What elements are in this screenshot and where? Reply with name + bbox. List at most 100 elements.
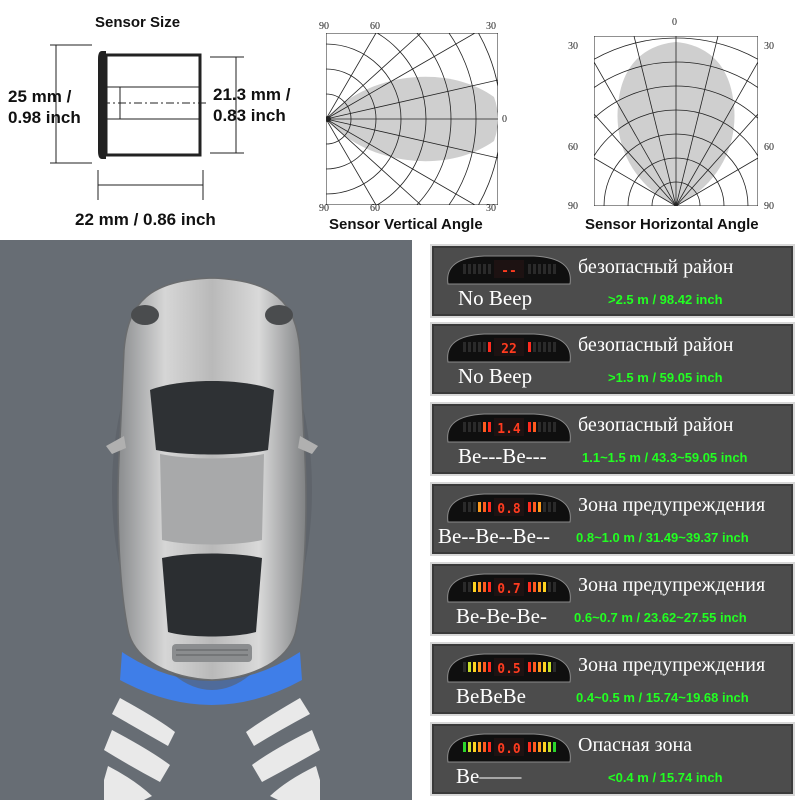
sensor-size-title: Sensor Size: [95, 14, 181, 31]
led-bar: [528, 264, 531, 274]
v-label-top-left: 90: [319, 21, 329, 32]
beep-pattern: Be---Be---: [458, 444, 547, 468]
led-bar: [548, 662, 551, 672]
led-bar: [538, 422, 541, 432]
v-label-right: 0: [502, 114, 507, 125]
led-bar: [483, 662, 486, 672]
beep-pattern: Be-Be-Be-: [456, 604, 547, 628]
beep-pattern: BeBeBe: [456, 684, 526, 708]
led-bar: [538, 742, 541, 752]
led-bar: [488, 662, 491, 672]
led-bar: [533, 742, 536, 752]
led-bar: [483, 582, 486, 592]
led-bar: [553, 422, 556, 432]
led-bar: [468, 264, 471, 274]
led-bar: [538, 662, 541, 672]
parking-display-unit: 0.5: [447, 653, 571, 683]
width-label: 22 mm / 0.86 inch: [75, 210, 216, 229]
vertical-angle-caption: Sensor Vertical Angle: [329, 216, 483, 233]
led-bar: [468, 742, 471, 752]
parking-display-unit: 0.0: [447, 733, 571, 763]
led-bar: [473, 662, 476, 672]
led-bar: [468, 502, 471, 512]
led-bar: [473, 502, 476, 512]
h-label-left-bottom: 90: [568, 201, 578, 212]
h-label-left-top: 30: [568, 41, 578, 52]
display-readout: 0.7: [497, 582, 520, 597]
car-illustration: [104, 277, 320, 800]
led-bar: [463, 502, 466, 512]
led-bar: [533, 502, 536, 512]
sensor-size-drawing: [50, 44, 244, 200]
sensor-zone-arc: [120, 652, 302, 705]
zone-label: Зона предупреждения: [578, 574, 766, 596]
led-bar: [548, 342, 551, 352]
led-bar: [553, 742, 556, 752]
led-bar: [488, 582, 491, 592]
v-label-top-mid: 60: [370, 21, 380, 32]
display-readout: 22: [501, 342, 517, 357]
led-bar: [478, 662, 481, 672]
display-readout: 1.4: [497, 422, 521, 437]
led-bar: [548, 742, 551, 752]
beep-pattern: No Beep: [458, 364, 533, 388]
led-bar: [488, 502, 491, 512]
led-bar: [538, 264, 541, 274]
led-bar: [528, 742, 531, 752]
v-label-bottom-left: 90: [319, 203, 329, 214]
led-bar: [528, 662, 531, 672]
outer-height-label: 25 mm / 0.98 inch: [8, 86, 81, 128]
led-bar: [468, 342, 471, 352]
display-readout: 0.5: [497, 662, 520, 677]
led-bar: [543, 422, 546, 432]
led-bar: [468, 582, 471, 592]
beep-pattern: Be--Be--Be--: [438, 524, 550, 548]
outer-height-inch: 0.98 inch: [8, 108, 81, 127]
led-bar: [488, 342, 491, 352]
led-bar: [463, 662, 466, 672]
led-bar: [538, 502, 541, 512]
v-label-bottom-right: 30: [486, 203, 496, 214]
led-bar: [553, 662, 556, 672]
led-bar: [548, 422, 551, 432]
led-bar: [553, 342, 556, 352]
led-bar: [483, 422, 486, 432]
led-bar: [548, 582, 551, 592]
led-bar: [473, 342, 476, 352]
led-bar: [543, 264, 546, 274]
led-bar: [473, 422, 476, 432]
led-bar: [488, 422, 491, 432]
h-label-right-top: 30: [764, 41, 774, 52]
led-bar: [473, 264, 476, 274]
led-bar: [463, 742, 466, 752]
led-bar: [468, 422, 471, 432]
led-bar: [463, 342, 466, 352]
car-top-view-photo: [0, 240, 412, 800]
led-bar: [483, 502, 486, 512]
parking-display-unit: 0.7: [447, 573, 571, 603]
led-bar: [478, 582, 481, 592]
led-bar: [543, 742, 546, 752]
led-bar: [528, 502, 531, 512]
v-label-top-right: 30: [486, 21, 496, 32]
led-bar: [553, 502, 556, 512]
led-bar: [478, 502, 481, 512]
led-bar: [483, 264, 486, 274]
led-bar: [463, 264, 466, 274]
distance-range: 0.4~0.5 m / 15.74~19.68 inch: [576, 690, 749, 705]
led-bar: [478, 264, 481, 274]
zone-label: Зона предупреждения: [578, 494, 766, 516]
outer-height-mm: 25 mm /: [8, 87, 72, 106]
parking-display-unit: --: [447, 255, 571, 285]
distance-range: <0.4 m / 15.74 inch: [608, 770, 723, 785]
led-bar: [553, 582, 556, 592]
beep-pattern: Be——: [456, 764, 522, 788]
parking-display-unit: 0.8: [447, 493, 571, 523]
led-bar: [468, 662, 471, 672]
led-bar: [533, 264, 536, 274]
